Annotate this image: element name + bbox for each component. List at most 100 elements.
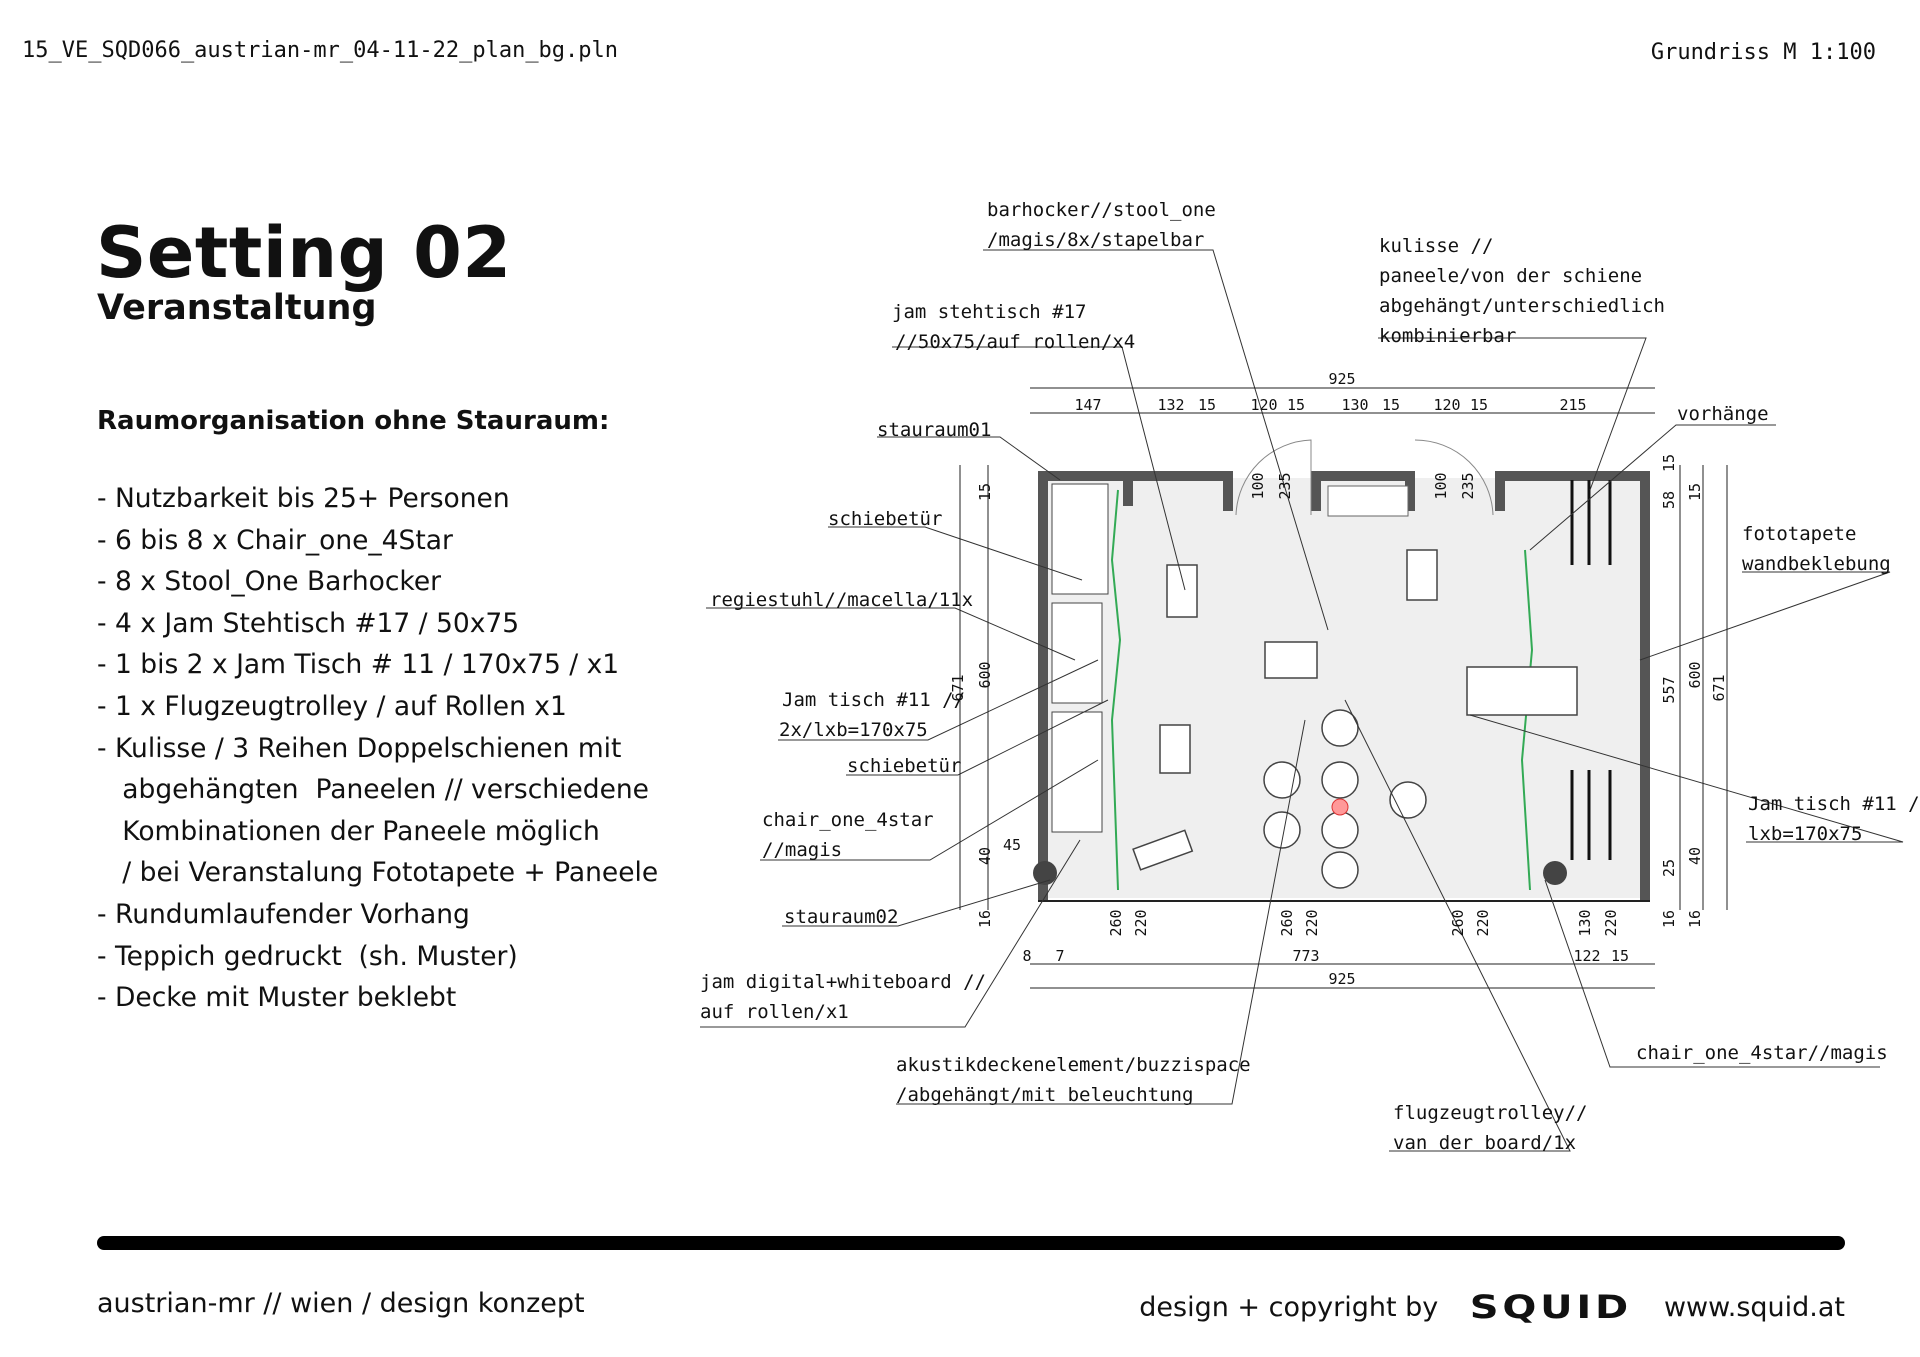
label-jamtisch: Jam tisch #11 //: [782, 689, 965, 711]
dimension-value: 773: [1292, 947, 1319, 965]
dimension-value: 8: [1022, 947, 1031, 965]
room: [1033, 439, 1650, 902]
list-item: - Rundumlaufender Vorhang: [97, 898, 470, 930]
page-title: Setting 02: [96, 212, 512, 294]
file-name: 15_VE_SQD066_austrian-mr_04-11-22_plan_b…: [22, 38, 619, 63]
label-vorhaenge: vorhänge: [1677, 403, 1769, 425]
dimension-value: 120: [1433, 396, 1460, 414]
website-link[interactable]: www.squid.at: [1663, 1291, 1845, 1323]
list-item: - 1 x Flugzeugtrolley / auf Rollen x1: [97, 690, 567, 722]
dimension-value: 132: [1157, 396, 1184, 414]
dimension-value: 147: [1074, 396, 1101, 414]
dimension-value: 671: [949, 674, 967, 701]
section-heading: Raumorganisation ohne Stauraum:: [97, 406, 610, 436]
list-item: / bei Veranstalung Fototapete + Paneele: [97, 857, 659, 889]
dimension-value: 925: [1328, 370, 1355, 388]
list-item: - 4 x Jam Stehtisch #17 / 50x75: [97, 607, 520, 639]
label-jamtisch-right: lxb=170x75: [1748, 823, 1862, 845]
dimension-value: 600: [1686, 661, 1704, 688]
dimension-value: 16: [1660, 910, 1678, 928]
list-item: abgehängten Paneelen // verschiedene: [97, 774, 649, 806]
dimension-value: 15: [1287, 396, 1305, 414]
label-fototapete: fototapete: [1742, 523, 1856, 545]
plan-labels: barhocker//stool_one /magis/8x/stapelbar…: [700, 199, 1920, 1154]
label-trolley: van der board/1x: [1393, 1132, 1576, 1154]
dimension-value: 40: [1686, 847, 1704, 865]
dimension-value: 15: [1382, 396, 1400, 414]
dimension-value: 671: [1710, 674, 1728, 701]
label-kulisse: paneele/von der schiene: [1379, 265, 1642, 287]
dimension-value: 15: [1611, 947, 1629, 965]
label-jamtisch: 2x/lxb=170x75: [779, 719, 928, 741]
label-jamtisch-right: Jam tisch #11 //: [1748, 793, 1920, 815]
squid-logo: SQUID: [1470, 1288, 1633, 1326]
dimension-value: 7: [1055, 947, 1064, 965]
list-item: - Nutzbarkeit bis 25+ Personen: [97, 483, 510, 514]
label-chair: //magis: [762, 839, 842, 861]
dimension-value: 15: [1686, 483, 1704, 501]
list-item: - Kulisse / 3 Reihen Doppelschienen mit: [97, 732, 622, 764]
label-barhocker: barhocker//stool_one: [987, 199, 1216, 221]
label-chair-right: chair_one_4star//magis: [1636, 1042, 1888, 1064]
label-chair: chair_one_4star: [762, 809, 934, 831]
dimension-value: 40: [976, 847, 994, 865]
dimension-value: 600: [976, 661, 994, 688]
label-regiestuhl: regiestuhl//macella/11x: [710, 589, 973, 611]
label-schiebetuer: schiebetür: [847, 755, 961, 777]
dimension-value: 215: [1559, 396, 1586, 414]
dimension-value: 235: [1459, 472, 1477, 499]
label-stehtisch: //50x75/auf rollen/x4: [895, 331, 1135, 353]
label-kulisse: abgehängt/unterschiedlich: [1379, 295, 1665, 317]
label-kulisse: kulisse //: [1379, 235, 1493, 257]
dimension-value: 25: [1660, 859, 1678, 877]
dimension-value: 260: [1107, 909, 1125, 936]
list-item: - Decke mit Muster beklebt: [97, 982, 457, 1014]
feature-list: - Nutzbarkeit bis 25+ Personen - 6 bis 8…: [97, 478, 658, 1019]
dimension-value: 58: [1660, 491, 1678, 509]
list-item: - 1 bis 2 x Jam Tisch # 11 / 170x75 / x1: [97, 649, 620, 681]
dimension-value: 220: [1303, 909, 1321, 936]
dimension-value: 260: [1278, 909, 1296, 936]
dimension-value: 100: [1432, 472, 1450, 499]
label-stauraum02: stauraum02: [784, 906, 898, 928]
list-item: - 6 bis 8 x Chair_one_4Star: [97, 524, 453, 556]
dimension-value: 130: [1576, 909, 1594, 936]
dimension-value: 15: [1470, 396, 1488, 414]
divider-bar: [97, 1236, 1845, 1250]
footer-project: austrian-mr // wien / design konzept: [97, 1288, 585, 1319]
credit-text: design + copyright by: [1139, 1291, 1439, 1323]
footer-credit: design + copyright by SQUID www.squid.at: [1139, 1288, 1845, 1326]
dimension-value: 15: [1660, 454, 1678, 472]
dimension-value: 15: [1198, 396, 1216, 414]
dimension-value: 122: [1573, 947, 1600, 965]
list-item: - 8 x Stool_One Barhocker: [97, 566, 442, 598]
label-stauraum01: stauraum01: [877, 419, 991, 441]
dimension-value: 130: [1341, 396, 1368, 414]
label-jamdigital: auf rollen/x1: [700, 1001, 849, 1023]
dimension-value: 100: [1249, 472, 1267, 499]
page-subtitle: Veranstaltung: [97, 288, 377, 328]
dimension-value: 557: [1660, 676, 1678, 703]
dimension-value: 15: [976, 483, 994, 501]
label-akustik: akustikdeckenelement/buzzispace: [896, 1054, 1251, 1076]
label-jamdigital: jam digital+whiteboard //: [700, 971, 986, 993]
label-fototapete: wandbeklebung: [1742, 553, 1891, 575]
plan-scale: Grundriss M 1:100: [1650, 40, 1876, 65]
label-akustik: /abgehängt/mit beleuchtung: [896, 1084, 1193, 1106]
dimension-value: 220: [1602, 909, 1620, 936]
dimension-lines: [959, 387, 1728, 989]
dimension-value: 260: [1449, 909, 1467, 936]
dimension-value: 120: [1250, 396, 1277, 414]
leader-lines: [700, 249, 1904, 1152]
list-item: Kombinationen der Paneele möglich: [97, 815, 600, 847]
dimension-value: 45: [1003, 836, 1021, 854]
dimension-value: 220: [1132, 909, 1150, 936]
label-stehtisch: jam stehtisch #17: [892, 301, 1086, 323]
list-item: - Teppich gedruckt (sh. Muster): [97, 940, 518, 972]
label-barhocker: /magis/8x/stapelbar: [987, 229, 1204, 251]
label-schiebetuer: schiebetür: [828, 508, 942, 530]
dimension-value: 16: [1686, 910, 1704, 928]
label-trolley: flugzeugtrolley//: [1393, 1102, 1587, 1124]
